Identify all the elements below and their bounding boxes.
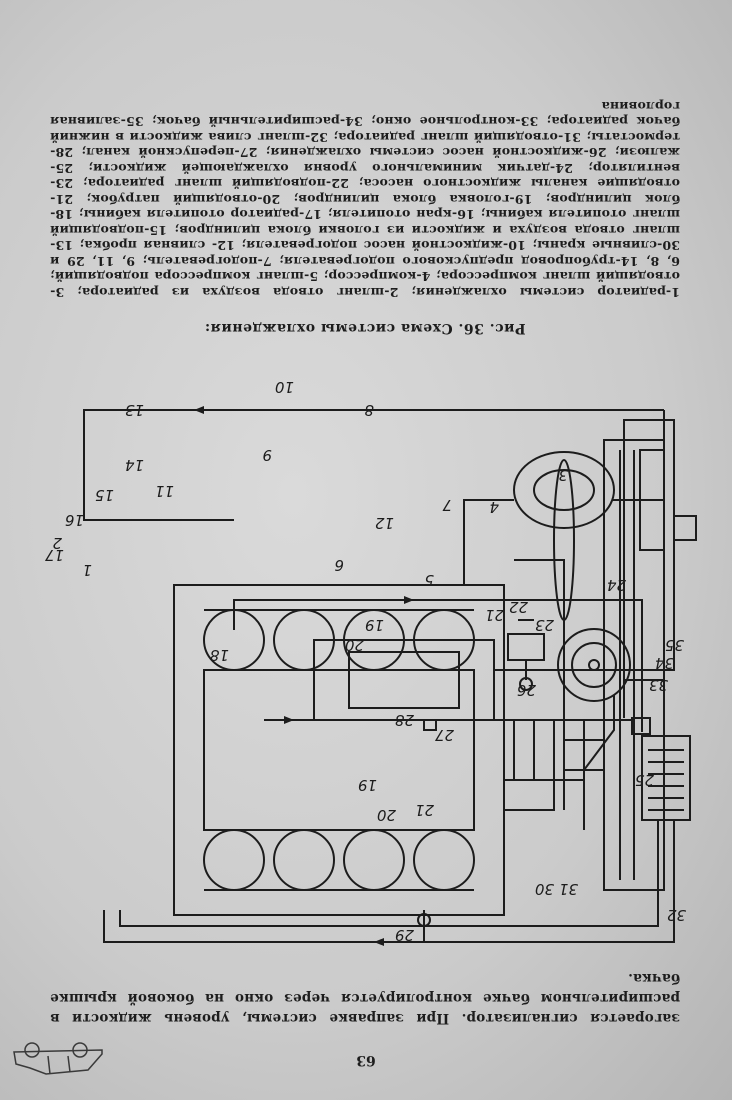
- label-4: 4: [489, 498, 499, 516]
- cooling-system-diagram: 1 2 3 4 5 6 7 8 9 10 11 12 13 14 15 16 1…: [44, 378, 697, 946]
- legend-item: 12- сливная пробка;: [73, 238, 235, 254]
- legend-item: 4-компрессор;: [318, 269, 431, 285]
- figure-caption: Рис. 36. Схема системы охлаждения:: [204, 320, 526, 336]
- label-19a: 19: [358, 776, 377, 794]
- label-13: 13: [125, 401, 144, 419]
- legend-item: 7-подогреватель;: [135, 254, 272, 269]
- label-20b: 20: [345, 636, 364, 654]
- label-17: 17: [44, 546, 64, 564]
- label-30: 30: [535, 880, 554, 898]
- label-32: 32: [667, 906, 686, 924]
- legend-item: 19-головка блока цилиндров;: [280, 192, 533, 207]
- label-21b: 21: [485, 606, 504, 624]
- legend-item: 33-контрольное окно;: [362, 114, 539, 130]
- legend-item: 2-шланг отвода воздуха из радиатора;: [64, 285, 399, 300]
- label-14: 14: [125, 456, 144, 474]
- legend-item: 34-расширительный бачок;: [143, 114, 363, 130]
- legend-item: 16-кран отопителя;: [321, 207, 475, 223]
- label-12: 12: [375, 514, 394, 532]
- label-26: 26: [517, 681, 536, 699]
- label-3: 3: [558, 466, 568, 484]
- label-1: 1: [82, 561, 92, 579]
- legend-item: 10-жидкостной насос подогревателя;: [234, 238, 526, 254]
- label-7: 7: [442, 496, 452, 514]
- legend-item: 31-отводящий шланг радиатора;: [327, 130, 581, 145]
- label-11: 11: [155, 482, 174, 500]
- label-24: 24: [607, 576, 626, 594]
- label-2: 2: [52, 534, 62, 552]
- legend-item: 22-подводящий шланг радиатора;: [73, 176, 349, 192]
- legend-item: 26-жидкостной насос системы охлаждения;: [257, 145, 607, 161]
- legend-item: 5-шланг компрессора подводящий;: [50, 269, 319, 285]
- label-21a: 21: [415, 801, 434, 819]
- figure-legend: 1-радиатор системы охлаждения; 2-шланг о…: [50, 99, 680, 300]
- label-23: 23: [535, 616, 554, 634]
- label-16: 16: [65, 511, 84, 529]
- legend-item: 27-перепускной канал;: [73, 145, 258, 161]
- label-15: 15: [95, 486, 114, 504]
- stamp-drawing: [13, 1042, 103, 1075]
- label-25: 25: [635, 771, 654, 789]
- page-number: 63: [356, 1052, 376, 1068]
- legend-item: 1-радиатор системы охлаждения;: [398, 285, 680, 300]
- label-8: 8: [364, 401, 374, 419]
- label-27: 27: [434, 726, 454, 744]
- label-28: 28: [395, 711, 414, 729]
- label-19b: 19: [365, 616, 384, 634]
- label-10: 10: [275, 378, 294, 396]
- label-33: 33: [649, 676, 668, 694]
- label-5: 5: [424, 571, 434, 589]
- legend-item: 20-отводящий патрубок;: [73, 192, 281, 207]
- legend-item: 24-датчик минимального уровня охлаждающе…: [73, 161, 573, 176]
- legend-item: 17-радиатор отопителя кабины;: [73, 207, 322, 223]
- label-29: 29: [395, 926, 414, 944]
- label-35: 35: [665, 636, 684, 654]
- label-6: 6: [334, 556, 344, 574]
- label-31: 31: [559, 880, 578, 898]
- label-20a: 20: [377, 806, 396, 824]
- label-9: 9: [262, 446, 272, 464]
- legend-item: 6, 8, 14-трубопровод предпускового подог…: [271, 254, 680, 269]
- label-22: 22: [509, 598, 528, 616]
- label-34: 34: [655, 654, 674, 672]
- label-18: 18: [210, 646, 229, 664]
- intro-paragraph: загорается сигнализатор. При заправке си…: [50, 970, 680, 1026]
